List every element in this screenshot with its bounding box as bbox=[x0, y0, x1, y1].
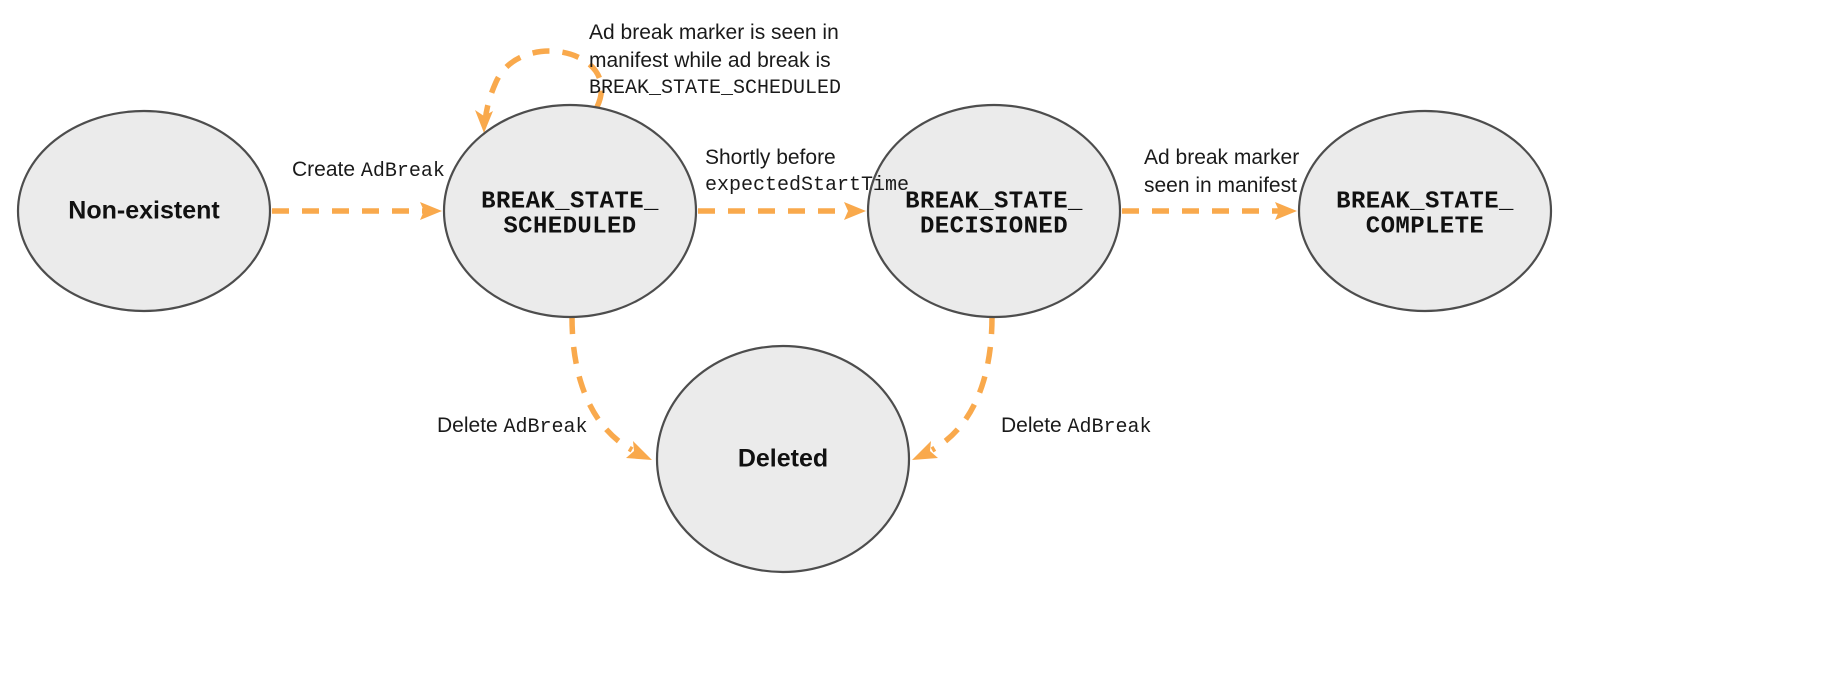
node-break-state-scheduled[interactable]: BREAK_STATE_ SCHEDULED bbox=[442, 103, 698, 319]
node-deleted-label: Deleted bbox=[738, 445, 828, 473]
edge-label-delete-from-decisioned-text: Delete bbox=[1001, 414, 1068, 437]
edge-label-delete-from-decisioned: Delete AdBreak bbox=[1001, 412, 1152, 442]
edge-label-marker-seen-in-manifest-line1: Ad break marker bbox=[1144, 146, 1300, 169]
edge-shortly-before-arrowhead bbox=[844, 202, 866, 220]
edge-label-shortly-before-line2: expectedStartTime bbox=[705, 174, 910, 197]
edge-marker-seen-while-scheduled-arrowhead bbox=[475, 110, 493, 133]
node-non-existent-shape[interactable] bbox=[16, 109, 272, 313]
node-break-state-decisioned-label-line1: BREAK_STATE_ bbox=[905, 188, 1083, 215]
edge-label-delete-from-decisioned-code: AdBreak bbox=[1067, 416, 1152, 439]
node-deleted[interactable]: Deleted bbox=[655, 344, 911, 574]
node-non-existent[interactable]: Non-existent bbox=[16, 109, 272, 313]
edge-label-create-adbreak: Create AdBreak bbox=[292, 156, 445, 186]
edge-delete-from-decisioned bbox=[912, 316, 995, 460]
edge-label-delete-from-scheduled: Delete AdBreak bbox=[437, 412, 588, 442]
node-non-existent-label: Non-existent bbox=[68, 197, 220, 225]
node-break-state-complete-shape[interactable] bbox=[1297, 109, 1553, 313]
edge-label-create-adbreak-code: AdBreak bbox=[360, 160, 445, 183]
node-break-state-decisioned-label-line2: DECISIONED bbox=[920, 213, 1068, 240]
edge-label-delete-from-scheduled-code: AdBreak bbox=[503, 416, 588, 439]
edge-shortly-before bbox=[698, 202, 866, 220]
node-deleted-shape[interactable] bbox=[655, 344, 911, 574]
edge-create-adbreak bbox=[272, 202, 442, 220]
edge-label-marker-seen-while-scheduled: Ad break marker is seen in manifest whil… bbox=[589, 19, 841, 103]
node-break-state-decisioned[interactable]: BREAK_STATE_ DECISIONED bbox=[866, 103, 1122, 319]
edge-create-adbreak-arrowhead bbox=[420, 202, 442, 220]
edge-delete-from-scheduled bbox=[569, 316, 652, 460]
node-break-state-decisioned-shape[interactable] bbox=[866, 103, 1122, 319]
edge-label-create-adbreak-text: Create bbox=[292, 158, 361, 181]
node-break-state-scheduled-label-line1: BREAK_STATE_ bbox=[481, 188, 659, 215]
edge-delete-from-decisioned-arrowhead bbox=[912, 441, 938, 460]
edge-marker-seen-while-scheduled bbox=[475, 48, 605, 133]
node-break-state-complete[interactable]: BREAK_STATE_ COMPLETE bbox=[1297, 109, 1553, 313]
edge-label-marker-seen-in-manifest-line2: seen in manifest bbox=[1144, 174, 1297, 197]
edge-label-shortly-before: Shortly before expectedStartTime bbox=[705, 144, 909, 200]
node-break-state-scheduled-shape[interactable] bbox=[442, 103, 698, 319]
edge-marker-seen-in-manifest bbox=[1122, 202, 1297, 220]
edge-delete-from-decisioned-path bbox=[930, 316, 995, 453]
node-break-state-complete-label-line1: BREAK_STATE_ bbox=[1336, 188, 1514, 215]
edge-label-marker-seen-while-scheduled-line1: Ad break marker is seen in bbox=[589, 21, 839, 44]
edge-delete-from-scheduled-arrowhead bbox=[626, 441, 652, 460]
node-break-state-complete-label-line2: COMPLETE bbox=[1366, 213, 1484, 240]
edge-label-marker-seen-in-manifest: Ad break marker seen in manifest bbox=[1144, 144, 1299, 200]
node-break-state-scheduled-label-line2: SCHEDULED bbox=[503, 213, 636, 240]
edge-label-delete-from-scheduled-text: Delete bbox=[437, 414, 504, 437]
edge-marker-seen-while-scheduled-path bbox=[482, 48, 605, 123]
edge-label-marker-seen-while-scheduled-line2: manifest while ad break is bbox=[589, 49, 831, 72]
edge-marker-seen-in-manifest-arrowhead bbox=[1275, 202, 1297, 220]
edge-label-marker-seen-while-scheduled-line3: BREAK_STATE_SCHEDULED bbox=[589, 77, 842, 100]
edge-label-shortly-before-line1: Shortly before bbox=[705, 146, 836, 169]
